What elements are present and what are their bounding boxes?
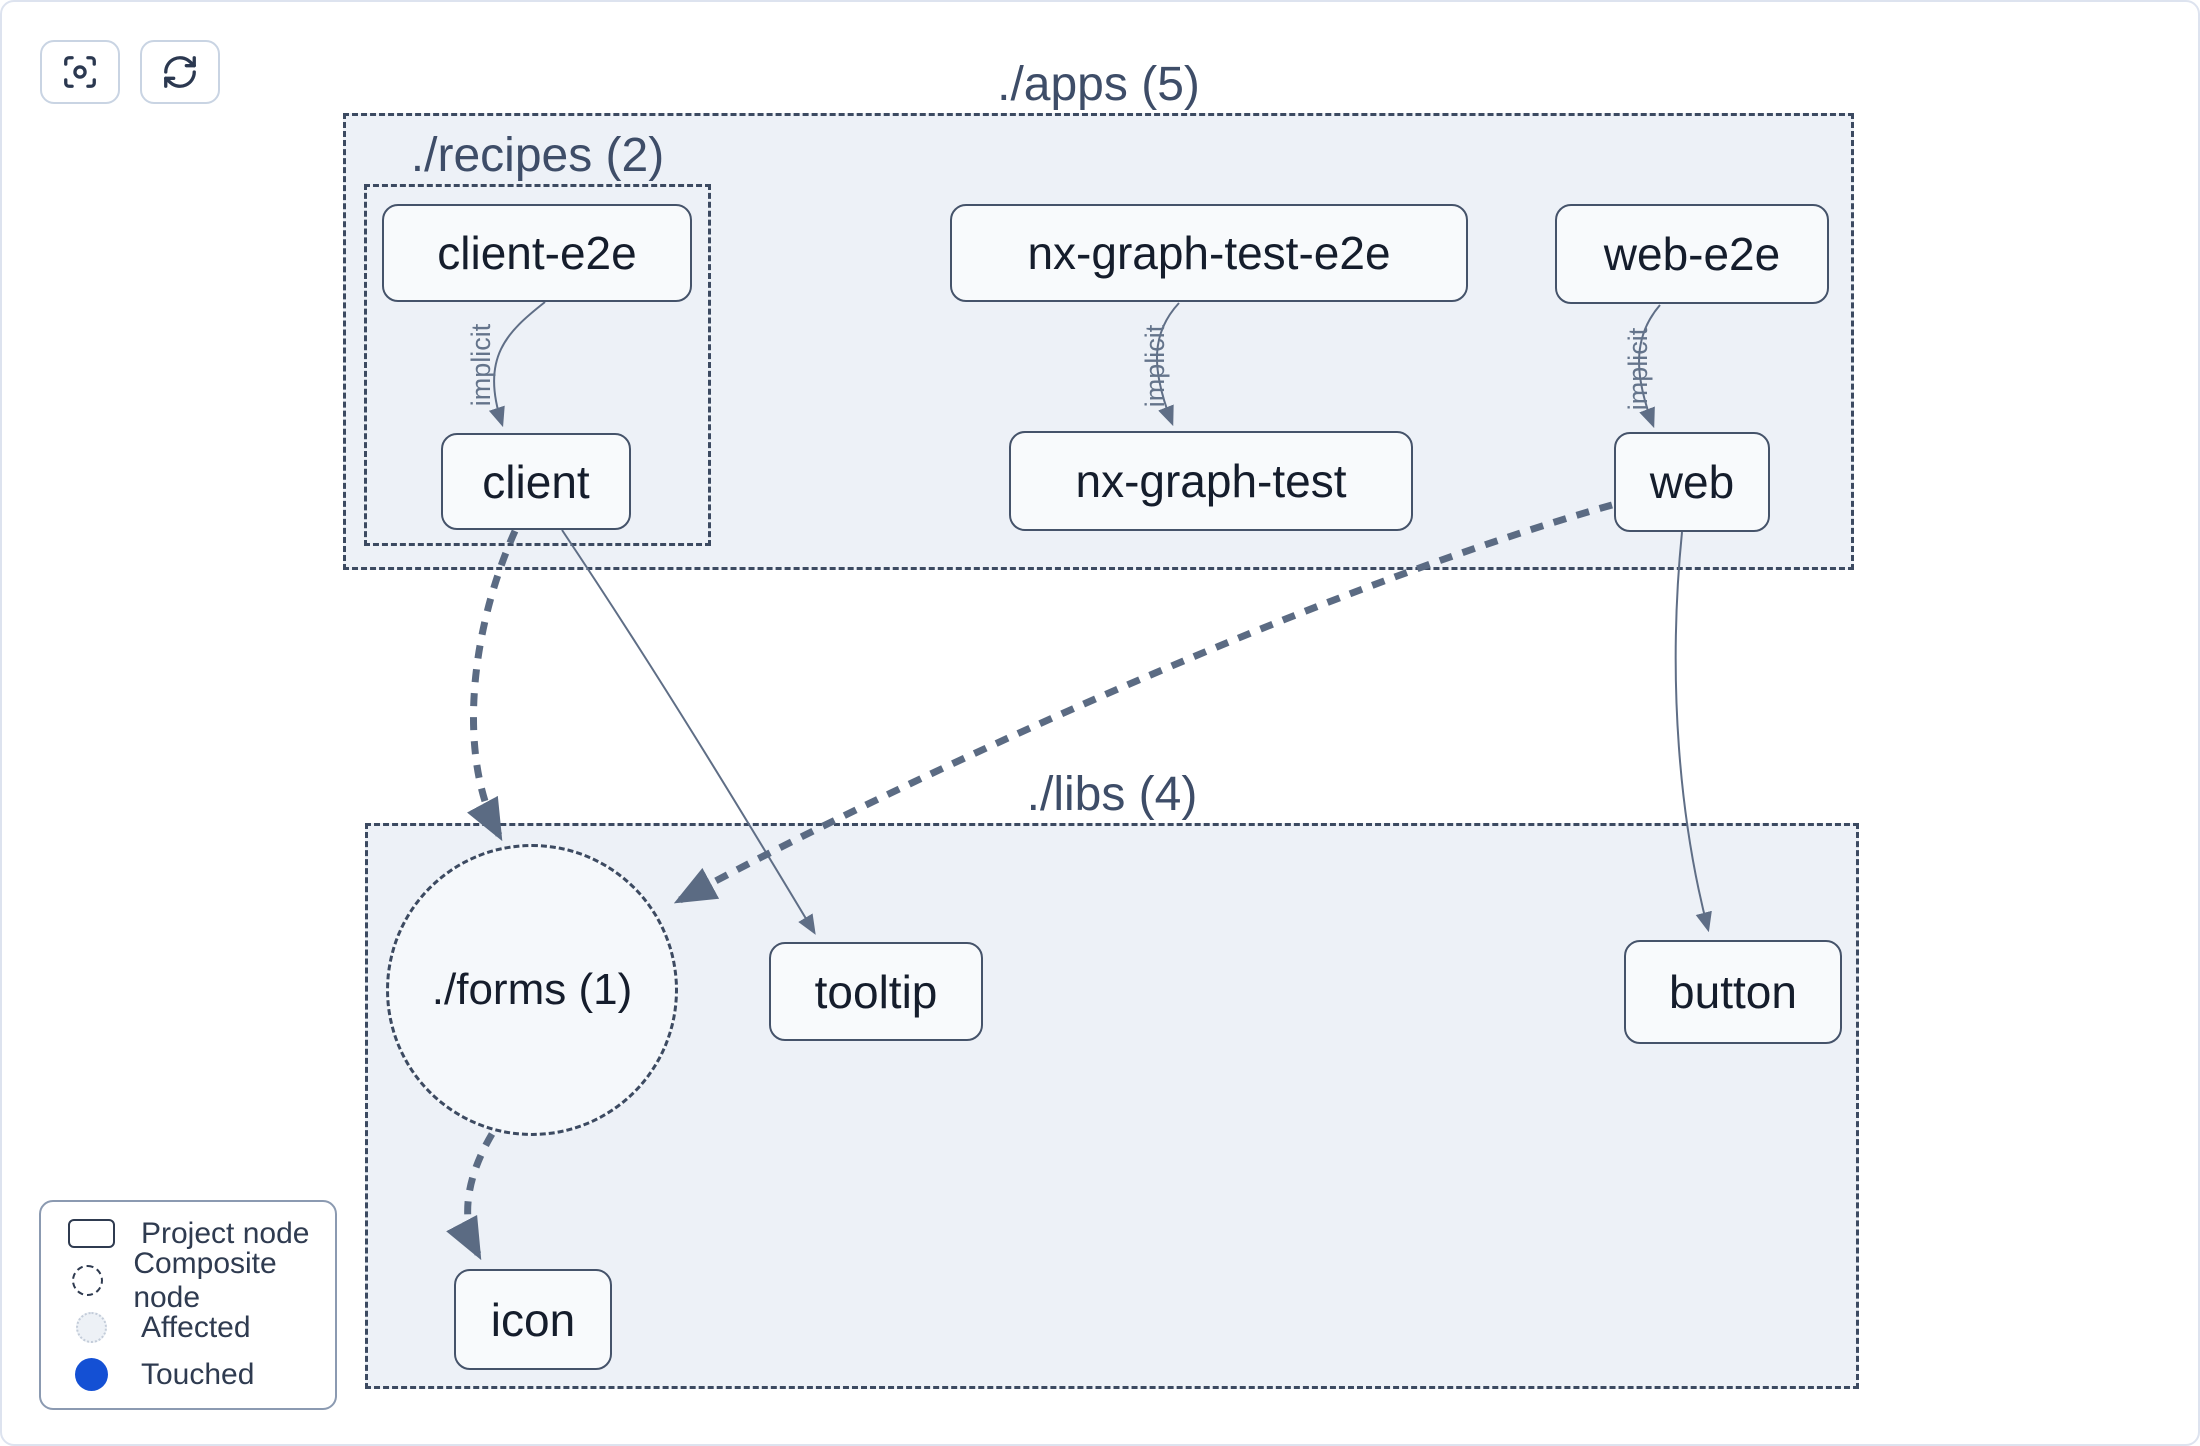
node-nx-graph-test-e2e[interactable]: nx-graph-test-e2e — [950, 204, 1468, 302]
node-web[interactable]: web — [1614, 432, 1770, 532]
affected-swatch — [75, 1312, 107, 1343]
legend-label: Touched — [141, 1357, 255, 1391]
node-icon[interactable]: icon — [454, 1269, 612, 1370]
legend-label: Affected — [141, 1310, 251, 1344]
focus-icon — [64, 56, 96, 88]
group-libs-label: ./libs (4) — [1026, 768, 1198, 821]
refresh-icon — [164, 56, 196, 88]
legend-item-touched: Touched — [41, 1351, 335, 1398]
node-client[interactable]: client — [441, 433, 631, 530]
group-recipes — [364, 184, 711, 546]
node-client-e2e[interactable]: client-e2e — [382, 204, 692, 302]
node-web-e2e[interactable]: web-e2e — [1555, 204, 1829, 304]
touched-swatch — [74, 1358, 108, 1391]
legend-item-composite-node: Composite node — [41, 1247, 335, 1314]
legend-label: Project node — [141, 1216, 310, 1250]
node-tooltip[interactable]: tooltip — [769, 942, 983, 1041]
node-forms-composite[interactable]: ./forms (1) — [386, 844, 678, 1136]
legend: Project node Composite node Affected Tou… — [39, 1200, 337, 1410]
legend-item-affected: Affected — [41, 1304, 335, 1351]
node-nx-graph-test[interactable]: nx-graph-test — [1009, 431, 1413, 531]
refresh-button[interactable] — [140, 40, 220, 104]
node-button[interactable]: button — [1624, 940, 1842, 1044]
legend-item-project-node: Project node — [41, 1210, 335, 1257]
group-apps-label: ./apps (5) — [997, 58, 1200, 111]
legend-label: Composite node — [133, 1246, 277, 1314]
group-recipes-label: ./recipes (2) — [410, 129, 665, 182]
composite-node-swatch — [71, 1265, 103, 1296]
project-node-swatch — [67, 1219, 115, 1248]
focus-button[interactable] — [40, 40, 120, 104]
